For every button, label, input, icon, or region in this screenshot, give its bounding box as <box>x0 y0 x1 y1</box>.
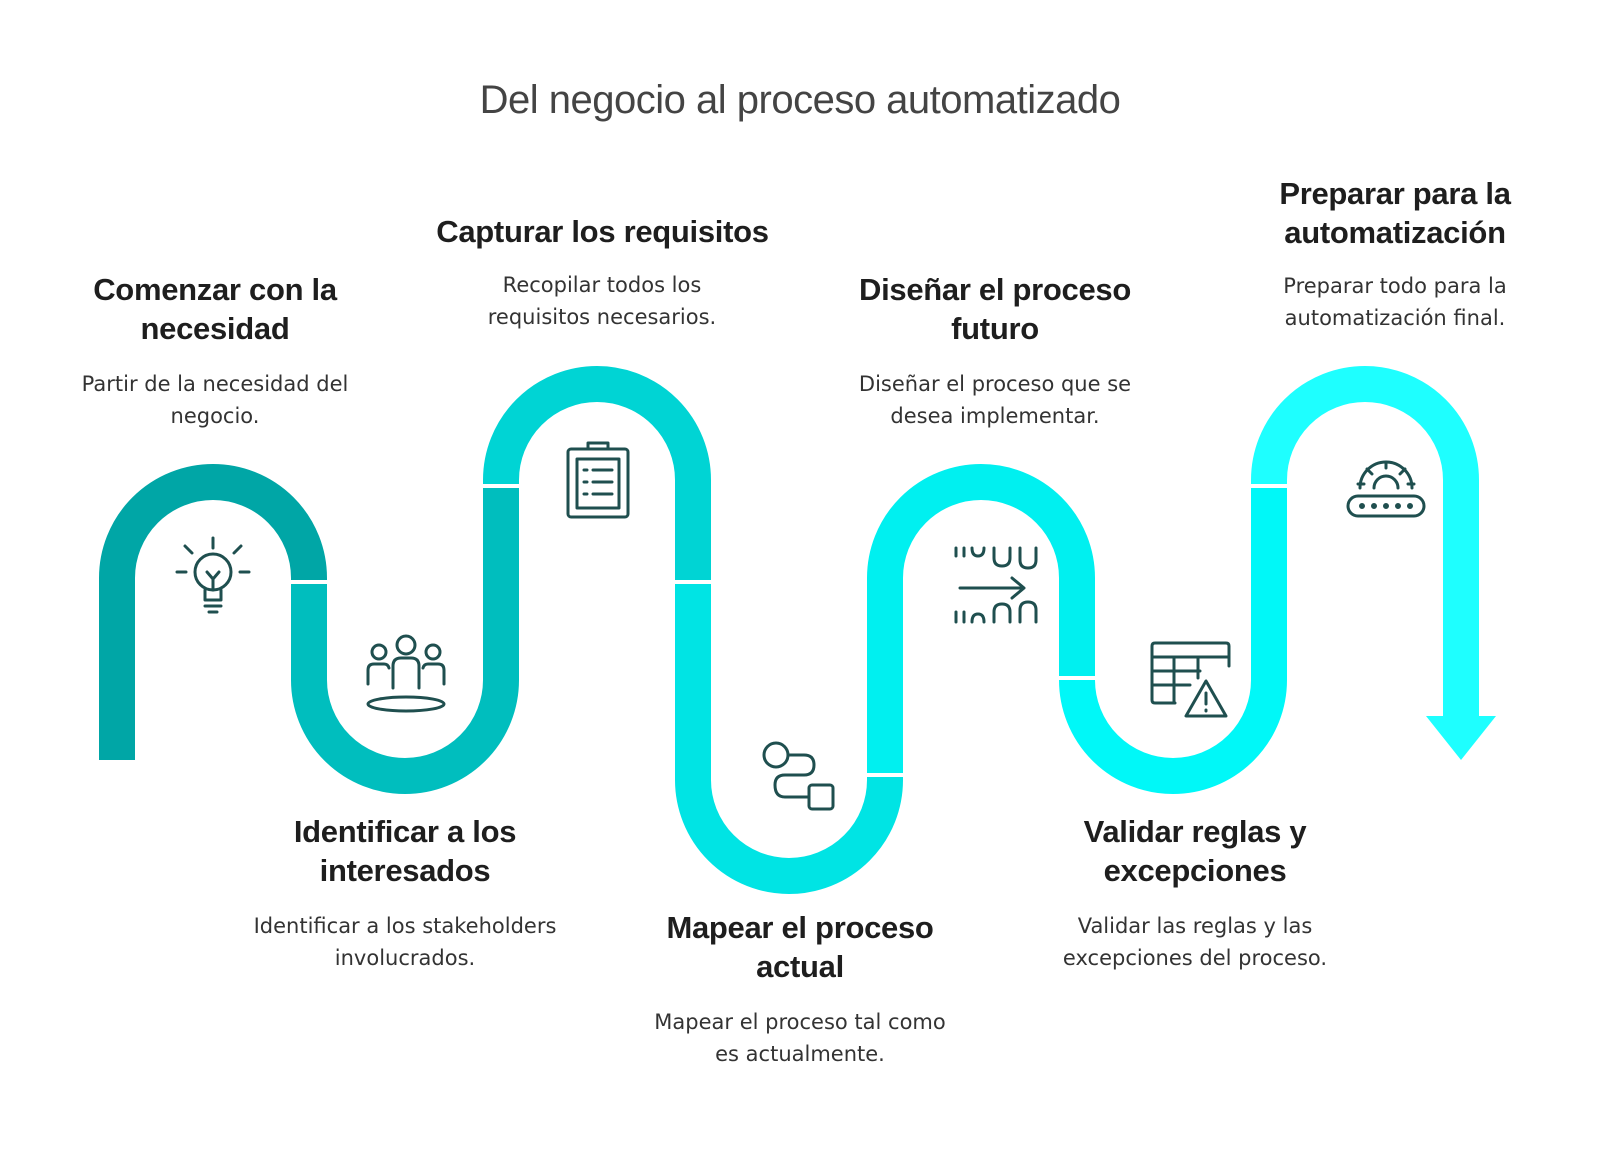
road-segment-6 <box>1059 488 1287 794</box>
step-1: Comenzar con la necesidad Partir de la n… <box>65 270 365 432</box>
road-segment-1 <box>99 464 327 760</box>
step-5: Diseñar el proceso futuro Diseñar el pro… <box>845 270 1145 432</box>
step-3: Capturar los requisitos Recopilar todos … <box>420 212 785 333</box>
road-segment-3 <box>483 366 711 580</box>
road-segment-4 <box>675 584 903 894</box>
conveyor-gear-icon <box>1346 460 1426 518</box>
step-5-description: Diseñar el proceso que se desea implemen… <box>858 372 1132 428</box>
road-segment-2 <box>291 488 519 794</box>
clipboard-checklist-icon <box>566 441 630 519</box>
lightbulb-icon <box>175 536 251 614</box>
step-2: Identificar a los interesados Identifica… <box>245 812 565 974</box>
arrow-head <box>1426 716 1496 760</box>
step-7-title: Preparar para la automatización <box>1279 176 1511 250</box>
step-4-description: Mapear el proceso tal como es actualment… <box>654 1010 946 1066</box>
step-1-description: Partir de la necesidad del negocio. <box>81 372 349 428</box>
road-segment-7 <box>1251 366 1479 720</box>
step-7-description: Preparar todo para la automatización fin… <box>1283 274 1507 330</box>
road-segment-5 <box>867 464 1095 773</box>
step-4-title: Mapear el proceso actual <box>666 910 934 984</box>
step-2-description: Identificar a los stakeholders involucra… <box>253 914 557 970</box>
transformation-arrow-icon <box>954 546 1038 624</box>
step-1-title: Comenzar con la necesidad <box>93 272 337 346</box>
step-3-description: Recopilar todos los requisitos necesario… <box>487 273 717 329</box>
step-4: Mapear el proceso actual Mapear el proce… <box>640 908 960 1070</box>
people-group-icon <box>366 634 446 713</box>
process-flow-icon <box>762 741 835 811</box>
step-3-title: Capturar los requisitos <box>436 214 769 249</box>
step-2-title: Identificar a los interesados <box>293 814 517 888</box>
table-warning-icon <box>1150 641 1231 718</box>
page-title: Del negocio al proceso automatizado <box>479 78 1121 122</box>
step-6-title: Validar reglas y excepciones <box>1083 814 1307 888</box>
step-5-title: Diseñar el proceso futuro <box>859 272 1131 346</box>
step-7: Preparar para la automatización Preparar… <box>1245 174 1545 334</box>
step-6-description: Validar las reglas y las excepciones del… <box>1062 914 1328 970</box>
step-6: Validar reglas y excepciones Validar las… <box>1035 812 1355 974</box>
